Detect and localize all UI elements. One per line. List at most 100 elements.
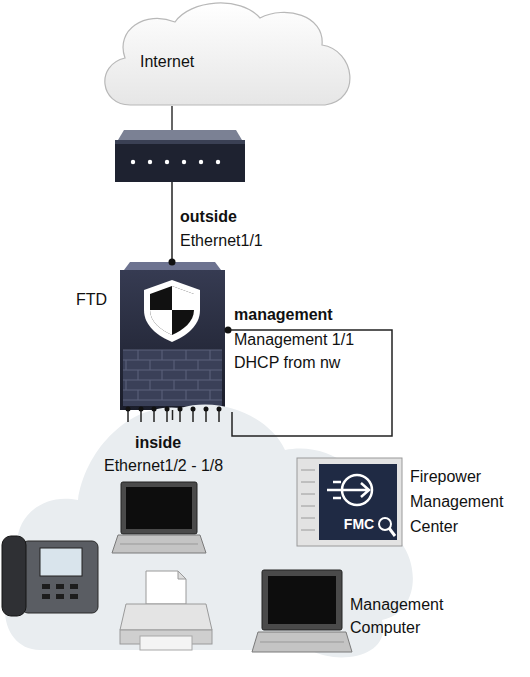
phone-key	[56, 594, 64, 599]
port-dot	[126, 407, 131, 412]
phone-key	[42, 594, 50, 599]
brick-line	[198, 360, 199, 370]
printer-paper-fold	[178, 571, 186, 579]
laptop-symbol	[112, 482, 206, 553]
internet-cloud-shape	[100, 0, 360, 115]
printer-base	[120, 630, 212, 644]
interface-name: management	[234, 305, 333, 324]
management-wire	[228, 330, 392, 436]
router-led	[216, 160, 220, 164]
brick-line	[210, 390, 211, 400]
zone-label: inside	[135, 433, 215, 452]
brick-line	[138, 350, 139, 360]
laptop-screen	[126, 487, 192, 529]
interface-id: Management 1/1	[234, 330, 354, 349]
shield-inner	[150, 286, 194, 335]
phone-screen	[40, 548, 82, 576]
laptop-screen	[268, 576, 336, 624]
port-wire	[192, 408, 194, 422]
interface-label: Ethernet1/2 - 1/8	[104, 456, 274, 475]
brick-line	[162, 350, 163, 360]
laptop-keys	[260, 642, 344, 643]
vent-line	[301, 518, 315, 519]
brick-line	[150, 380, 151, 390]
appliance-body	[297, 458, 402, 546]
device-label: Firepower Management Center	[410, 464, 528, 539]
laptop-base	[112, 535, 206, 553]
port-wire	[127, 408, 129, 422]
port-dot	[165, 407, 170, 412]
router-edge	[115, 140, 245, 144]
brick-wall	[123, 350, 222, 406]
port-wire	[153, 408, 155, 422]
router-led	[148, 160, 152, 164]
outside-wire	[171, 182, 173, 262]
router-top	[118, 130, 242, 140]
brick-line	[198, 380, 199, 390]
port-dot	[217, 407, 222, 412]
router-symbol	[115, 130, 245, 182]
internet-cloud: Internet	[100, 0, 360, 115]
port-wire	[218, 408, 220, 422]
brick-line	[174, 360, 175, 370]
router-led	[131, 160, 135, 164]
phone-key	[70, 584, 78, 589]
brick-line	[186, 390, 187, 400]
printer-symbol	[120, 571, 212, 650]
fmc-appliance-shape	[297, 458, 402, 546]
brick-line	[126, 360, 127, 370]
laptop-lid	[121, 482, 197, 534]
interface-note: DHCP from nw	[234, 353, 340, 372]
port-dot	[152, 407, 157, 412]
port-dot	[191, 407, 196, 412]
vent-line	[301, 482, 315, 483]
brick-lines	[123, 350, 222, 400]
device-label: FTD	[76, 290, 116, 309]
shield-quadrant	[150, 310, 172, 335]
management-computer: Management Computer	[258, 568, 348, 658]
magnifier-handle	[389, 528, 395, 536]
connector	[172, 410, 174, 420]
inside-ports	[128, 408, 219, 422]
icon-label: FMC	[329, 516, 389, 533]
port-wire	[179, 408, 181, 422]
port-dot	[225, 327, 232, 334]
phone-key	[42, 584, 50, 589]
brick-line	[138, 370, 139, 380]
laptop-base	[252, 632, 352, 652]
router-led	[199, 160, 203, 164]
brick-line	[162, 390, 163, 400]
printer-paper	[146, 571, 186, 604]
cloud-outline	[105, 3, 350, 105]
interface-id: Ethernet1/1	[180, 231, 263, 250]
phone-handset	[2, 536, 26, 616]
phone-symbol	[2, 536, 98, 616]
brick-line	[210, 370, 211, 380]
port-dot	[169, 259, 176, 266]
firewall-device: FTD	[120, 262, 225, 410]
port-dot	[204, 407, 209, 412]
port-dot	[139, 407, 144, 412]
phone-body	[22, 541, 98, 613]
port-wire	[140, 408, 142, 422]
vent-line	[301, 530, 315, 531]
appliance-panel	[319, 464, 397, 540]
brick-line	[126, 380, 127, 390]
brick-line	[162, 370, 163, 380]
port-dot	[178, 407, 183, 412]
management-computer-shape	[258, 568, 348, 658]
firewall-device-shape	[120, 262, 225, 410]
shield-quadrant	[172, 286, 194, 310]
device-body	[120, 270, 225, 410]
wire	[171, 106, 173, 131]
cloud-label: Internet	[140, 52, 230, 71]
router-led	[182, 160, 186, 164]
vent-line	[301, 506, 315, 507]
router-led	[165, 160, 169, 164]
brick-line	[138, 390, 139, 400]
vent-line	[301, 494, 315, 495]
printer-tray	[140, 636, 192, 650]
brick-line	[174, 380, 175, 390]
brick-line	[186, 350, 187, 360]
